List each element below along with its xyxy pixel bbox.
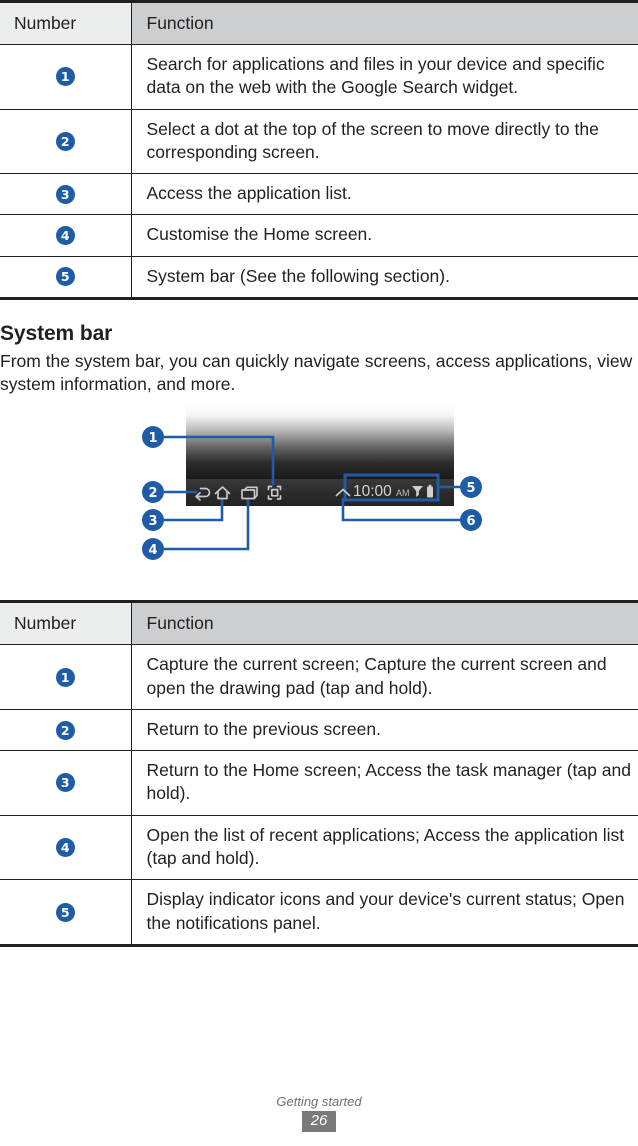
section-description: From the system bar, you can quickly nav… — [0, 350, 633, 395]
row-number-cell: 2 — [0, 708, 132, 751]
row-number-cell: 5 — [0, 255, 132, 300]
table-row: 2 Return to the previous screen. — [0, 708, 638, 751]
number-badge-2: 2 — [55, 131, 75, 151]
callout-badge-6: 6 — [460, 509, 482, 532]
number-badge-5: 5 — [55, 267, 75, 287]
row-number-cell: 5 — [0, 879, 132, 947]
row-function-cell: System bar (See the following section). — [131, 255, 638, 300]
svg-text:5: 5 — [466, 481, 475, 496]
svg-text:4: 4 — [148, 543, 157, 558]
callout-badge-4: 4 — [142, 538, 164, 561]
status-meridiem-text: AM — [396, 488, 410, 498]
number-badge-1: 1 — [55, 67, 75, 87]
row-function-cell: Return to the previous screen. — [131, 708, 638, 751]
page-footer: Getting started 26 — [0, 1094, 638, 1132]
function-table-system-bar: Number Function 1 Capture the current sc… — [0, 600, 638, 947]
table-row: 5 System bar (See the following section)… — [0, 255, 638, 300]
column-header-number: Number — [0, 0, 132, 45]
svg-text:2: 2 — [148, 486, 157, 501]
recent-apps-icon — [241, 486, 258, 500]
column-header-function: Function — [131, 600, 638, 645]
svg-text:3: 3 — [148, 514, 157, 529]
row-function-cell: Access the application list. — [131, 173, 638, 215]
callout-badges: 1 2 3 4 5 6 — [142, 426, 482, 561]
table-row: 3 Return to the Home screen; Access the … — [0, 750, 638, 816]
footer-chapter-label: Getting started — [276, 1094, 362, 1109]
table-row: 4 Customise the Home screen. — [0, 214, 638, 257]
callout-badge-2: 2 — [142, 481, 164, 504]
notifications-chevron-icon — [335, 489, 351, 497]
status-area: 10:00 AM — [353, 483, 433, 500]
battery-icon — [427, 485, 433, 498]
table-row: 4 Open the list of recent applications; … — [0, 814, 638, 880]
row-number-cell: 4 — [0, 814, 132, 880]
row-function-cell: Display indicator icons and your device'… — [131, 879, 638, 947]
device-screen-panel — [186, 404, 454, 507]
callout-leader-lines — [164, 436, 460, 551]
row-function-cell: Capture the current screen; Capture the … — [131, 644, 638, 710]
row-function-cell: Open the list of recent applications; Ac… — [131, 814, 638, 880]
back-icon — [195, 488, 211, 502]
table-row: 1 Search for applications and files in y… — [0, 44, 638, 110]
table-header-row: Number Function — [0, 0, 638, 45]
svg-text:1: 1 — [148, 431, 157, 446]
svg-text:6: 6 — [466, 514, 475, 529]
table-row: 2 Select a dot at the top of the screen … — [0, 108, 638, 174]
table-row: 3 Access the application list. — [0, 173, 638, 215]
row-function-cell: Select a dot at the top of the screen to… — [131, 108, 638, 174]
number-badge-5: 5 — [55, 902, 75, 922]
number-badge-1: 1 — [55, 667, 75, 687]
row-number-cell: 3 — [0, 173, 132, 215]
row-number-cell: 3 — [0, 750, 132, 816]
page-title: System bar — [0, 321, 113, 345]
column-header-function: Function — [131, 0, 638, 45]
row-number-cell: 1 — [0, 44, 132, 110]
callout-badge-5: 5 — [460, 476, 482, 499]
number-badge-2: 2 — [55, 720, 75, 740]
table-header-row: Number Function — [0, 600, 638, 645]
row-function-cell: Search for applications and files in you… — [131, 44, 638, 110]
number-badge-4: 4 — [55, 837, 75, 857]
table-row: 1 Capture the current screen; Capture th… — [0, 644, 638, 710]
system-bar-section: System bar From the system bar, you can … — [0, 300, 638, 397]
row-number-cell: 4 — [0, 214, 132, 257]
wifi-signal-icon — [412, 486, 423, 498]
callout-badge-1: 1 — [142, 426, 164, 449]
number-badge-3: 3 — [55, 184, 75, 204]
callout-badge-3: 3 — [142, 509, 164, 532]
number-badge-4: 4 — [55, 225, 75, 245]
function-table-home-screen: Number Function 1 Search for application… — [0, 0, 638, 300]
row-function-cell: Customise the Home screen. — [131, 214, 638, 257]
table-row: 5 Display indicator icons and your devic… — [0, 879, 638, 947]
number-badge-3: 3 — [55, 773, 75, 793]
screen-capture-icon — [267, 486, 282, 501]
row-number-cell: 1 — [0, 644, 132, 710]
row-function-cell: Return to the Home screen; Access the ta… — [131, 750, 638, 816]
home-icon — [214, 486, 231, 500]
system-bar-illustration: 10:00 AM 1 2 3 — [0, 404, 638, 600]
status-time-text: 10:00 — [353, 483, 392, 500]
row-number-cell: 2 — [0, 108, 132, 174]
column-header-number: Number — [0, 600, 132, 645]
page-number: 26 — [301, 1111, 337, 1132]
